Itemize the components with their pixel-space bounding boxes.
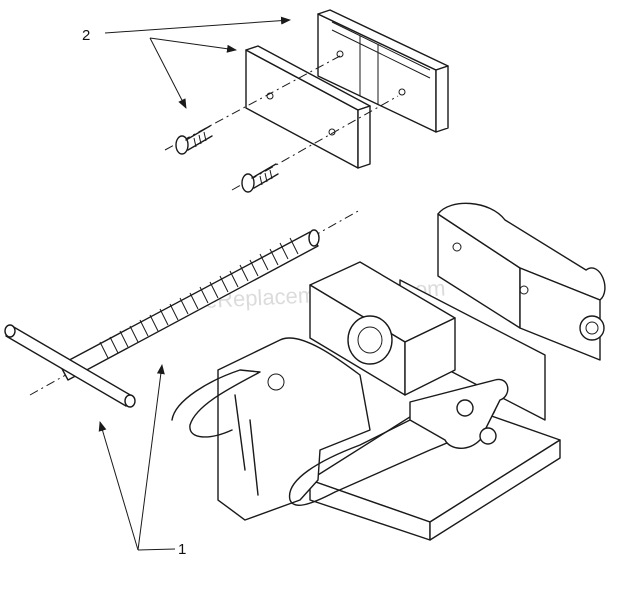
callout-2: 2	[82, 16, 291, 109]
grooved-jaw	[317, 9, 449, 133]
jaw-screw-bottom	[241, 163, 279, 193]
callout-1: 1	[98, 364, 186, 558]
callout-2-label: 2	[82, 27, 90, 44]
flat-jaw-plate	[245, 45, 371, 169]
jaw-screw-top	[175, 125, 213, 155]
vise-body	[171, 202, 606, 541]
callout-1-label: 1	[178, 541, 186, 558]
handle-bar	[4, 324, 136, 408]
lead-screw	[29, 209, 361, 396]
